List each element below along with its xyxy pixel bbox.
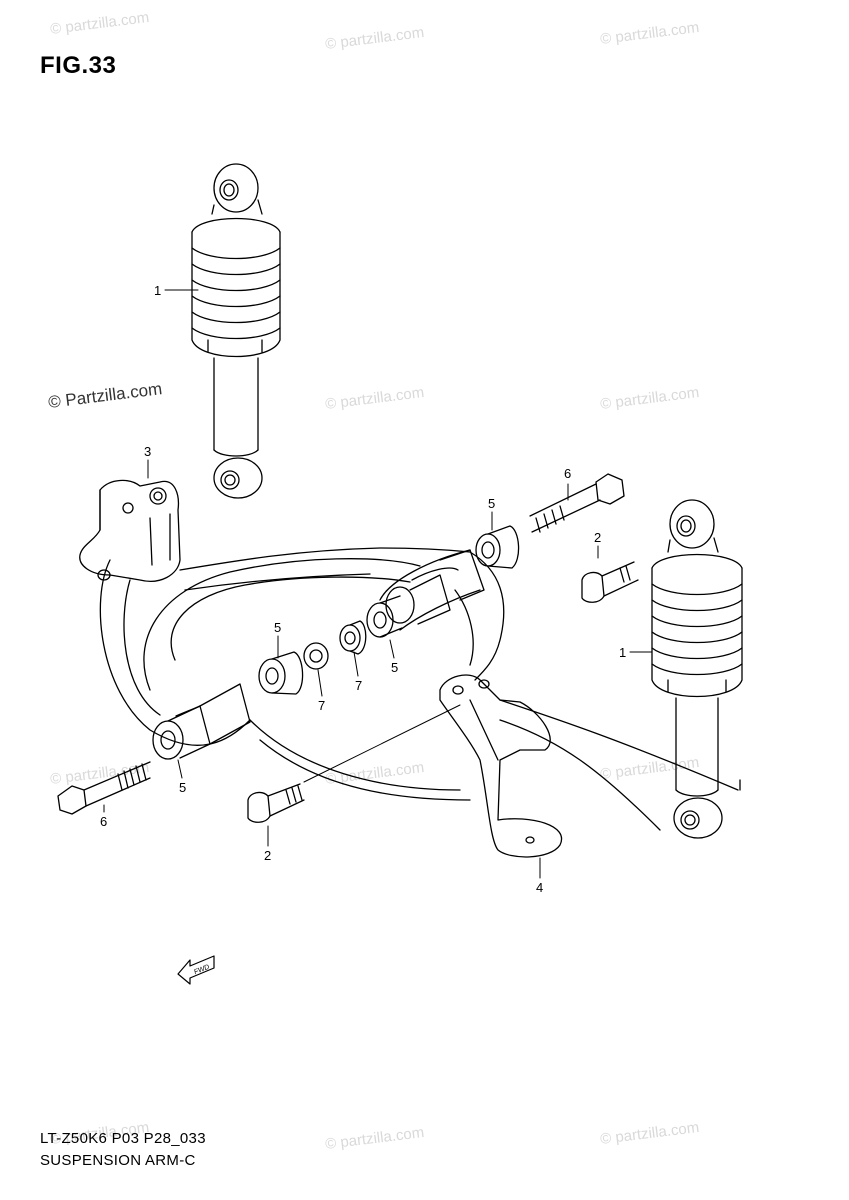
forward-arrow-icon: FWD bbox=[177, 955, 215, 985]
callout-bushing-front: 5 bbox=[179, 780, 186, 795]
callout-bracket-upper: 3 bbox=[144, 444, 151, 459]
pivot-tube-left bbox=[152, 683, 251, 760]
shock-absorber-left bbox=[191, 163, 281, 499]
callout-bushing-center-left: 5 bbox=[274, 620, 281, 635]
bolt-long bbox=[57, 761, 151, 815]
diagram-name: SUSPENSION ARM-C bbox=[40, 1152, 196, 1169]
callout-shock-left: 1 bbox=[154, 283, 161, 298]
bolt-long bbox=[529, 473, 625, 533]
bolt-short bbox=[581, 561, 639, 603]
bushing bbox=[366, 595, 403, 638]
bushing bbox=[258, 651, 304, 695]
callout-bracket-lower: 4 bbox=[536, 880, 543, 895]
callout-bolt-right-upper: 2 bbox=[594, 530, 601, 545]
callout-washer-right: 7 bbox=[355, 678, 362, 693]
callout-bolt-long-right: 6 bbox=[564, 466, 571, 481]
washer bbox=[339, 620, 367, 655]
callout-washer-left: 7 bbox=[318, 698, 325, 713]
leader-lines bbox=[103, 289, 653, 879]
callout-bolt-long-left: 6 bbox=[100, 814, 107, 829]
bushing bbox=[475, 525, 520, 569]
diagram-code: LT-Z50K6 P03 P28_033 bbox=[40, 1130, 206, 1147]
washer bbox=[303, 642, 329, 670]
callout-bushing-mid: 5 bbox=[391, 660, 398, 675]
callout-bolt-left-lower: 2 bbox=[264, 848, 271, 863]
lower-bracket bbox=[439, 674, 563, 858]
pivot-tube-right bbox=[379, 549, 485, 631]
figure-title: FIG.33 bbox=[40, 52, 117, 79]
callout-shock-right: 1 bbox=[619, 645, 626, 660]
bolt-short bbox=[247, 783, 305, 823]
fwd-label: FWD bbox=[193, 964, 210, 976]
suspension-arm bbox=[99, 547, 741, 831]
shock-absorber-right bbox=[651, 499, 743, 839]
callout-bushing-upper: 5 bbox=[488, 496, 495, 511]
upper-bracket bbox=[79, 479, 181, 582]
